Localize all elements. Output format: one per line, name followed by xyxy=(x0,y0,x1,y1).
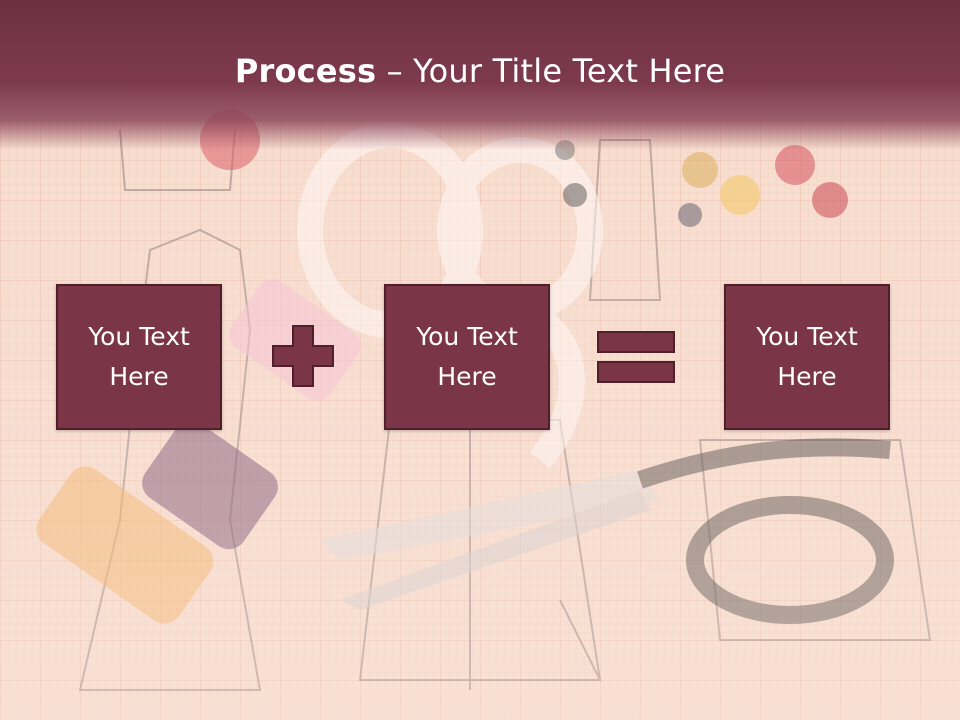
text-box-1-label: You Text Here xyxy=(88,322,190,391)
plus-icon xyxy=(272,325,334,387)
equals-icon xyxy=(597,331,675,383)
text-box-1[interactable]: You Text Here xyxy=(56,284,222,430)
title-bold: Process xyxy=(234,52,377,90)
text-box-2-label: You Text Here xyxy=(416,322,518,391)
text-box-3-label: You Text Here xyxy=(756,322,858,391)
title-rest: – Your Title Text Here xyxy=(376,52,726,90)
text-box-3[interactable]: You Text Here xyxy=(724,284,890,430)
title-band xyxy=(0,0,960,150)
text-box-2[interactable]: You Text Here xyxy=(384,284,550,430)
slide-title[interactable]: Process – Your Title Text Here xyxy=(0,52,960,90)
